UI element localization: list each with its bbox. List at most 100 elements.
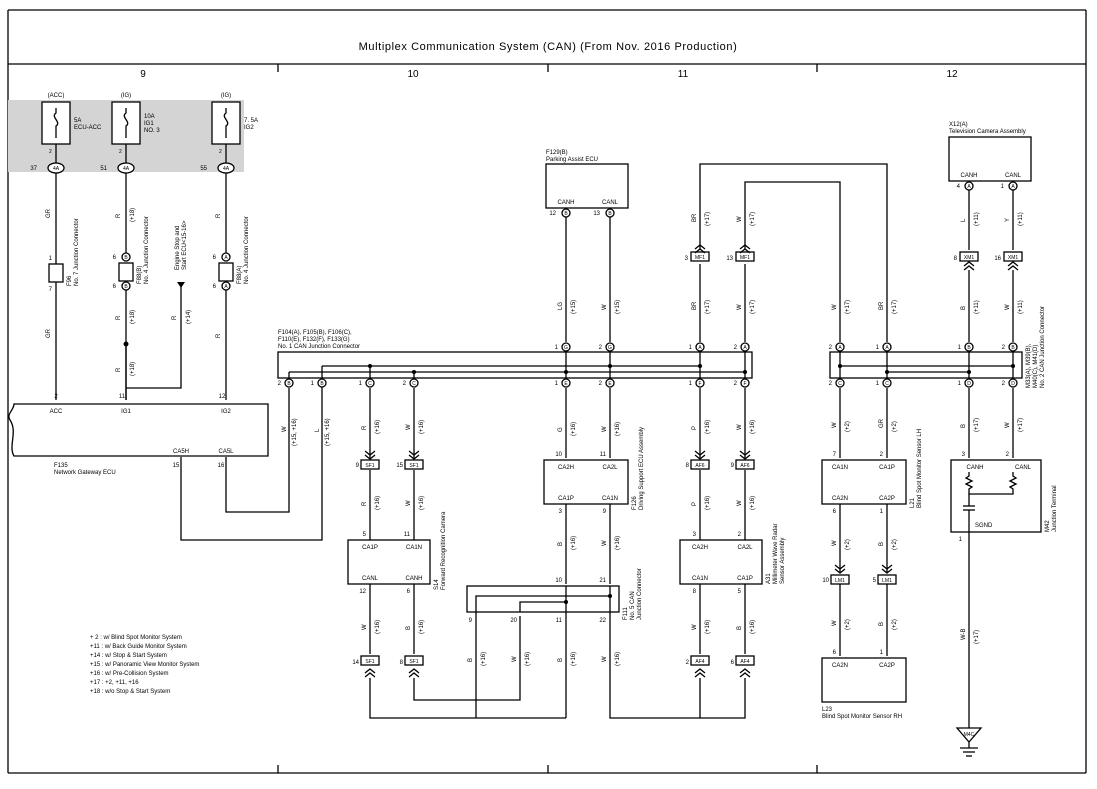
component-ref: X12(A) (949, 122, 968, 128)
inline-connector: LM1 (835, 578, 845, 584)
pin-name: CANH (557, 200, 574, 206)
pin-number: 13 (593, 211, 600, 217)
connector-letter: D (967, 381, 971, 387)
connector-letter: B (124, 284, 128, 290)
wire-option: (+17) (705, 300, 711, 314)
fuse-rating: 10A (144, 114, 155, 120)
wire-color-r: R (116, 315, 122, 320)
pin-number: 6 (833, 509, 837, 515)
wire-color-p: P (692, 502, 698, 506)
wire-color-b: B (406, 626, 412, 630)
connector-letter: D (1011, 381, 1015, 387)
fuse-pin-2: 2 (219, 149, 222, 155)
wire-color-w: W (602, 304, 608, 310)
l21-blind-spot-monitor-sensor-lh: W (+2) GR (+2) 7 2 CA1N CA1P CA2N CA2P 6… (821, 388, 923, 656)
wire-option: (+16) (419, 496, 425, 510)
wire-option: (+2) (845, 421, 851, 432)
pin-number: 1 (555, 345, 559, 351)
wire-option: (+15) (615, 300, 621, 314)
component-name: No. 4 Junction Connector (244, 216, 250, 284)
wire-option: (+16) (525, 652, 531, 666)
wire-option: (+2) (892, 421, 898, 432)
wire-option: (+18) (130, 310, 136, 324)
wire-color-r: R (172, 315, 178, 320)
wire-color-w: W (692, 624, 698, 630)
wire-color-w: W (737, 500, 743, 506)
resistor-icon (964, 472, 1018, 495)
pin-number: 1 (958, 381, 962, 387)
pin-number: 16 (994, 256, 1001, 262)
connector-letter: C (412, 381, 416, 387)
legend-item: +18 : w/o Stop & Start System (90, 689, 170, 695)
wire-color-r: R (216, 333, 222, 338)
pin-number: 5 (363, 532, 367, 538)
connector-letter: A (743, 345, 747, 351)
wire-option: (+16) (615, 652, 621, 666)
pin-name: CA1N (602, 496, 618, 502)
fuse-supply: (ACC) (48, 93, 65, 99)
f88a-junction-connector: 6 A A 6 F88(A) No. 4 Junction Connector (213, 216, 250, 291)
chevron-up-icon (364, 668, 376, 678)
connector-letter: B (287, 381, 291, 387)
wire-color-b: B (879, 622, 885, 626)
chevron-up-icon (408, 668, 420, 678)
inline-connector: XM1 (1008, 255, 1019, 261)
column-label-10: 10 (407, 69, 419, 80)
wire-color-r: R (216, 213, 222, 218)
chevron-down-icon (408, 450, 420, 460)
pin-name: IG2 (221, 409, 231, 415)
component-ref: F111 (623, 607, 629, 620)
pin-number: 11 (404, 532, 411, 538)
connector-letter: A (885, 345, 889, 351)
wire-color-w: W (832, 620, 838, 626)
fuse-rating: 5A (74, 118, 81, 124)
pin-name: IG1 (121, 409, 131, 415)
wire-option: (+16) (375, 496, 381, 510)
no2-can-junction-connector: 2 A 1 A 1 B 2 B 2 C 1 C 1 D 2 D M33(A), … (829, 306, 1046, 388)
pin-number: 10 (822, 578, 829, 584)
wire-color-br: BR (692, 301, 698, 310)
engine-stop-start-ecu-label: Engine Stop and Start ECU<15-16> (175, 220, 188, 270)
wire-option: (+17) (750, 300, 756, 314)
component-name: Blind Spot Monitor Sensor LH (917, 429, 923, 508)
pin-number: 6 (213, 284, 217, 290)
pin-number: 1 (311, 381, 315, 387)
wire-color-w: W (406, 424, 412, 430)
wire-color-r: R (362, 501, 368, 506)
fuse-block: (ACC) 5A ECU-ACC 2 37 4A (IG) 10A IG1 NO… (8, 93, 258, 174)
wire-option: (+16) (750, 496, 756, 510)
connector-letter: A (224, 255, 228, 261)
wire-option: (+2) (845, 539, 851, 550)
pin-number: 15 (396, 463, 403, 469)
inline-connector: SF1 (365, 463, 374, 469)
pin-number: 12 (549, 211, 556, 217)
component-name: Television Camera Assembly (949, 129, 1026, 135)
wire-color-w: W (737, 216, 743, 222)
component-ref: F135 (54, 463, 68, 469)
component-name: Sensor Assembly (780, 538, 786, 584)
pin-number: 16 (218, 463, 225, 469)
wire-color-b: B (961, 306, 967, 310)
wire-option: (+16) (571, 536, 577, 550)
chevron-up-icon (1007, 261, 1019, 271)
pin-number: 9 (356, 463, 360, 469)
inline-connector: MF1 (695, 255, 705, 261)
pin-number: 2 (1002, 345, 1006, 351)
wire-color-b: B (879, 542, 885, 546)
chevron-down-icon (739, 450, 751, 460)
wire-color-w: W (362, 624, 368, 630)
wire-color-l: L (315, 428, 321, 432)
connector-letter: B (124, 255, 128, 261)
wire-color-r: R (116, 213, 122, 218)
s14-forward-recognition-camera: 5 11 CA1P CA1N CANL CANH 12 6 S14 Forwar… (347, 511, 566, 719)
pin-name: CA1N (406, 545, 422, 551)
wire-option: (+18) (130, 208, 136, 222)
pin-name: CA2P (879, 663, 895, 669)
label-line: Start ECU<15-16> (182, 220, 188, 270)
connector-letter: C (885, 381, 889, 387)
wire-color-r: R (362, 425, 368, 430)
inline-connector: AF6 (695, 463, 704, 469)
wire-color-p: P (692, 426, 698, 430)
wire-option: (+17) (892, 300, 898, 314)
wire-color-w: W (602, 426, 608, 432)
